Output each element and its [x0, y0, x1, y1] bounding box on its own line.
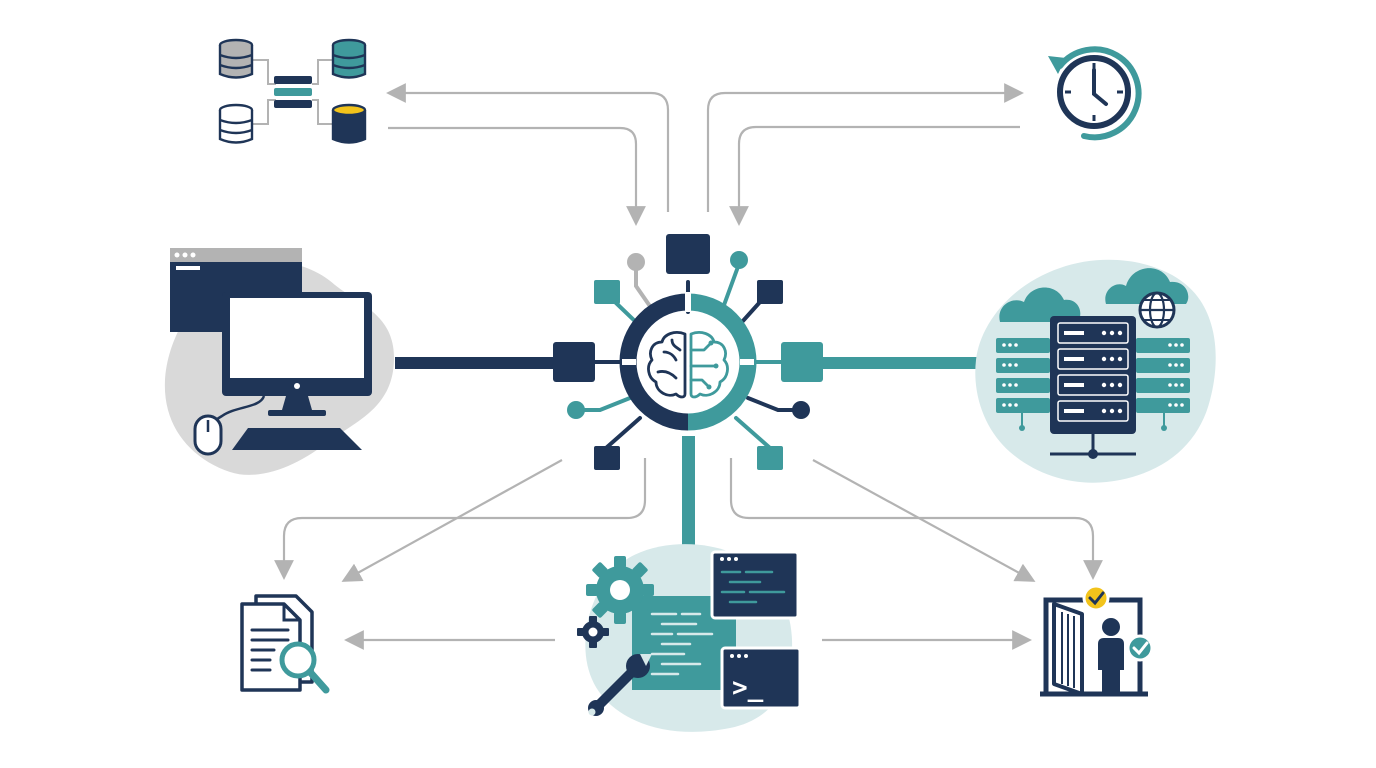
document-search	[240, 594, 330, 694]
wrench-icon	[588, 654, 652, 716]
brain-circuit-icon	[647, 331, 729, 399]
connector-down	[682, 436, 695, 546]
code-tooling: >_	[577, 544, 802, 732]
computer-monitor-icon	[170, 248, 372, 456]
terminal-prompt: >_	[732, 673, 764, 703]
database-cluster	[218, 38, 367, 144]
mouse-icon	[193, 414, 223, 456]
hub-node-bottom-right	[757, 446, 783, 470]
cloud-server-rack	[975, 259, 1216, 483]
flow-arrows	[274, 83, 1103, 650]
verified-check-icon	[1126, 634, 1154, 662]
hub-connectors	[395, 357, 980, 546]
hub-node-right-big	[781, 342, 823, 382]
arrow-hub-to-access-elbow	[729, 458, 1103, 580]
connector-right	[820, 357, 980, 369]
document-magnifier-icon	[240, 594, 330, 694]
person-door-check-icon	[1040, 584, 1154, 697]
scheduled-time	[1048, 46, 1142, 141]
arrow-clock-to-hub	[729, 125, 1020, 226]
hub-node-top-left-dot	[627, 253, 645, 271]
hub-node-lower-left-dot	[567, 401, 585, 419]
arrow-hub-to-access-diagonal	[812, 459, 1036, 582]
arrow-hub-to-database	[386, 83, 670, 212]
ai-brain-hub	[553, 234, 823, 470]
clock-refresh-icon	[1048, 46, 1142, 141]
hub-node-top-right-dot	[730, 251, 748, 269]
arrow-hub-to-document-diagonal	[341, 459, 563, 582]
database-icon	[218, 38, 367, 144]
access-granted-badge-icon	[1082, 584, 1110, 612]
connector-left	[395, 357, 555, 369]
code-terminal-icon: >_	[577, 550, 802, 716]
hub-node-left-teal	[594, 280, 620, 304]
hub-node-right-navy	[757, 280, 783, 304]
hub-node-top	[666, 234, 710, 274]
hub-node-bottom-left	[594, 446, 620, 470]
small-gear-icon	[577, 616, 609, 648]
hub-node-lower-right-dot	[792, 401, 810, 419]
arrow-hub-to-clock	[706, 83, 1024, 212]
gear-icon	[586, 556, 654, 624]
desktop-workstation	[164, 248, 395, 475]
hub-node-left-big	[553, 342, 595, 382]
server-cloud-icon	[996, 268, 1190, 459]
arrow-database-to-hub	[388, 126, 646, 226]
access-control	[1040, 584, 1154, 697]
arrow-hub-to-document-elbow	[274, 458, 647, 580]
